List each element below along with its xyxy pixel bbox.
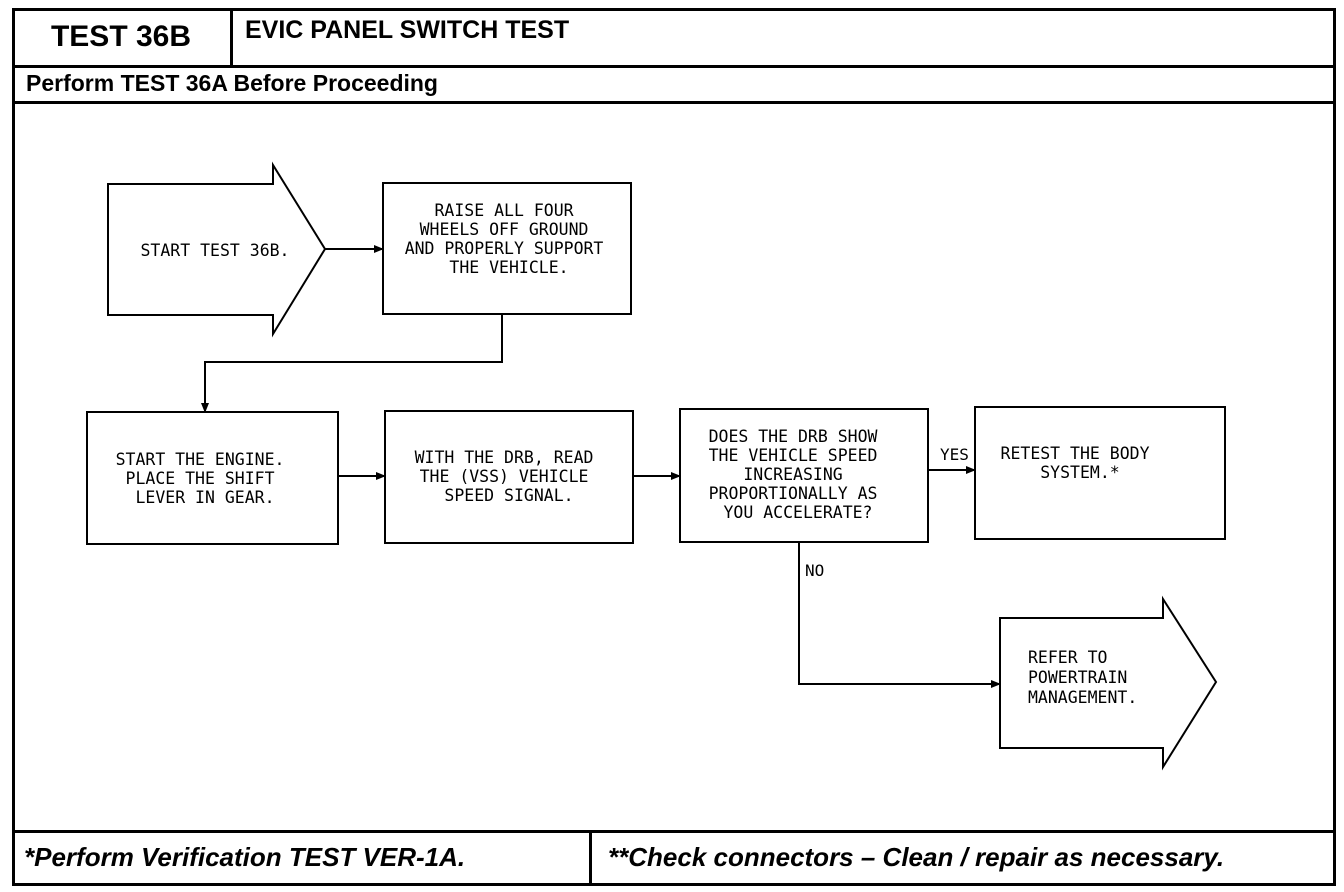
question-line: DOES THE DRB SHOW <box>709 427 878 446</box>
question-line: YOU ACCELERATE? <box>723 503 872 522</box>
question-line: PROPORTIONALLY AS <box>709 484 878 503</box>
verification-note: *Perform Verification TEST VER-1A. <box>24 842 466 872</box>
engine-box <box>86 411 339 545</box>
retest-line: RETEST THE BODY <box>1001 444 1150 463</box>
retest-line: SYSTEM.* <box>1040 463 1119 482</box>
raise-line: RAISE ALL FOUR <box>434 201 573 220</box>
question-box <box>679 408 929 543</box>
read-text: WITH THE DRB, READ THE (VSS) VEHICLE SPE… <box>415 448 604 505</box>
footer-divider <box>12 830 1336 833</box>
engine-line: PLACE THE SHIFT <box>126 469 275 488</box>
edge-raise-engine <box>201 314 503 413</box>
raise-box <box>382 182 632 315</box>
refer-line: POWERTRAIN <box>1028 668 1127 687</box>
engine-text: START THE ENGINE. PLACE THE SHIFT LEVER … <box>116 450 295 507</box>
prerequisite-note: Perform TEST 36A Before Proceeding <box>26 70 438 96</box>
read-line: THE (VSS) VEHICLE <box>420 467 589 486</box>
read-line: SPEED SIGNAL. <box>444 486 573 505</box>
yes-label: YES <box>940 445 969 464</box>
header-divider <box>233 65 1336 68</box>
engine-line: LEVER IN GEAR. <box>135 488 274 507</box>
refer-text: REFER TO POWERTRAIN MANAGEMENT. <box>1028 648 1137 707</box>
edge-question-refer <box>798 542 1001 688</box>
retest-text: RETEST THE BODY SYSTEM.* <box>1001 444 1160 482</box>
start-arrow-shape <box>107 161 327 338</box>
read-box <box>384 410 634 544</box>
raise-line: THE VEHICLE. <box>449 258 568 277</box>
footer-separator <box>589 830 592 886</box>
refer-line: MANAGEMENT. <box>1028 688 1137 707</box>
question-line: INCREASING <box>743 465 842 484</box>
raise-text: RAISE ALL FOUR WHEELS OFF GROUND AND PRO… <box>405 201 614 277</box>
engine-line: START THE ENGINE. <box>116 450 285 469</box>
raise-line: AND PROPERLY SUPPORT <box>405 239 604 258</box>
refer-arrow-shape <box>999 595 1218 771</box>
question-line: THE VEHICLE SPEED <box>709 446 878 465</box>
test-id-label: TEST 36B <box>50 19 192 53</box>
read-line: WITH THE DRB, READ <box>415 448 594 467</box>
start-line: START TEST 36B. <box>140 241 289 260</box>
question-text: DOES THE DRB SHOW THE VEHICLE SPEED INCR… <box>709 427 888 522</box>
connector-note: **Check connectors – Clean / repair as n… <box>608 842 1225 872</box>
test-id: TEST 36B <box>12 8 233 68</box>
page-title: EVIC PANEL SWITCH TEST <box>245 16 570 44</box>
start-text: START TEST 36B. <box>140 241 289 260</box>
retest-box <box>974 406 1226 540</box>
raise-line: WHEELS OFF GROUND <box>420 220 589 239</box>
header-bottom-divider <box>12 101 1336 104</box>
no-label: NO <box>805 561 824 580</box>
page-frame <box>12 8 1336 886</box>
refer-line: REFER TO <box>1028 648 1107 667</box>
